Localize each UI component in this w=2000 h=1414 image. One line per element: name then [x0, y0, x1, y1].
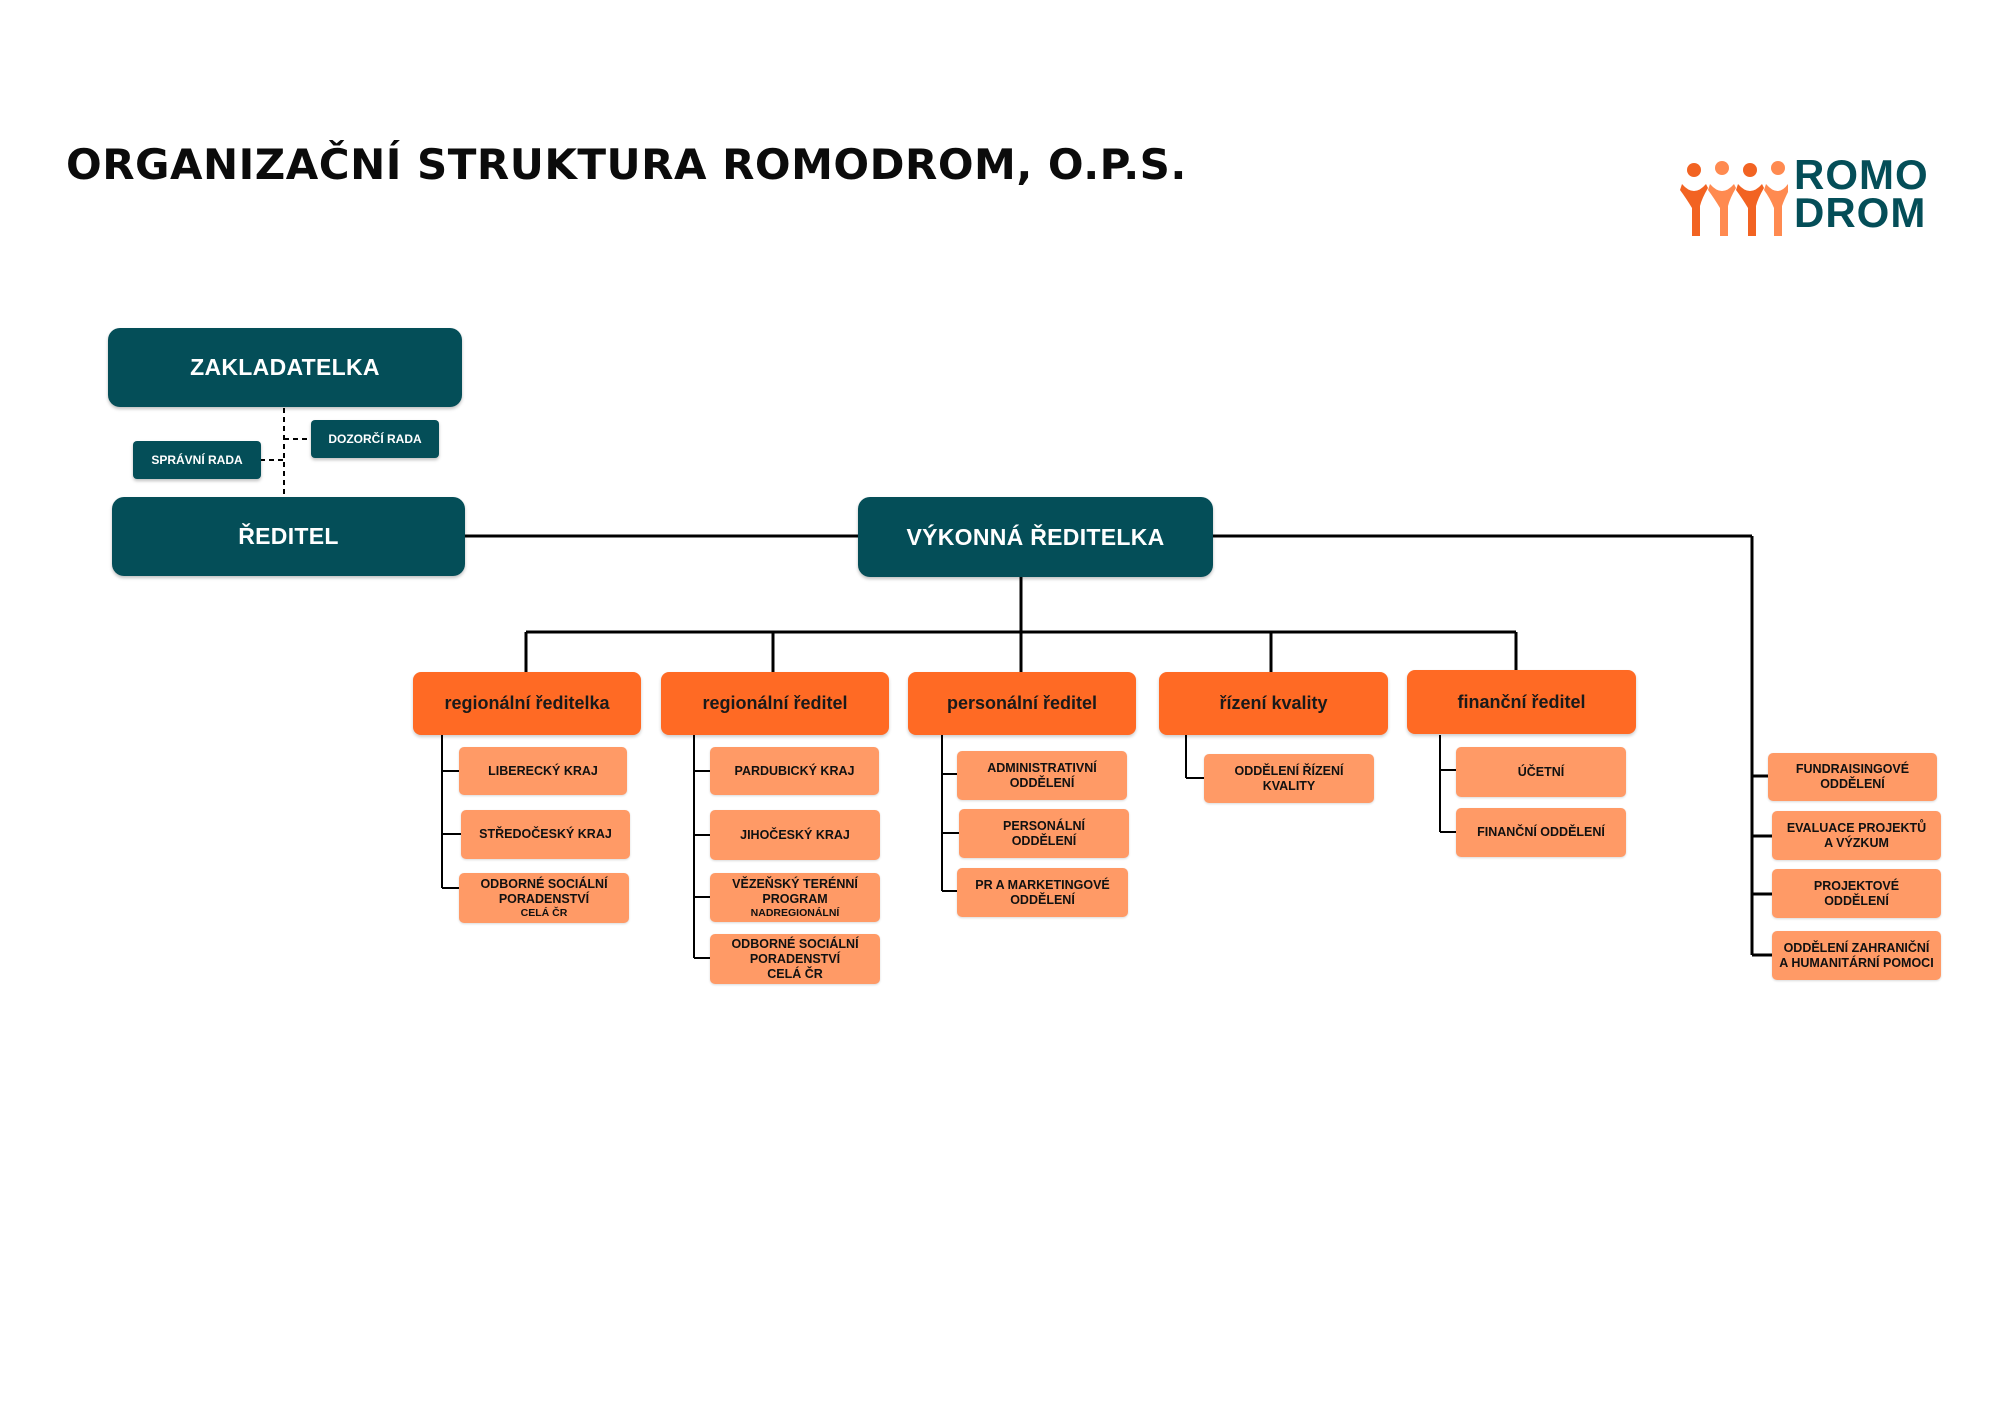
unit-line: PARDUBICKÝ KRAJ	[734, 763, 855, 778]
unit-personalni-oddeleni[interactable]: PERSONÁLNÍ ODDĚLENÍ	[959, 809, 1129, 858]
unit-line: FINANČNÍ ODDĚLENÍ	[1477, 825, 1605, 839]
unit-line: A VÝZKUM	[1824, 835, 1889, 850]
executive-director-box[interactable]: VÝKONNÁ ŘEDITELKA	[858, 497, 1213, 577]
unit-line: PORADENSTVÍ	[749, 951, 841, 966]
dept-head-label: regionální ředitel	[702, 693, 848, 713]
romodrom-logo: ROMO DROM	[1680, 154, 1970, 242]
dept-head-label: personální ředitel	[946, 693, 1098, 713]
unit-line: ODDĚLENÍ	[1820, 777, 1885, 791]
unit-line: CELÁ ČR	[767, 966, 823, 981]
unit-line: ODBORNÉ SOCIÁLNÍ	[731, 936, 859, 951]
unit-financni-oddeleni[interactable]: FINANČNÍ ODDĚLENÍ	[1456, 808, 1626, 857]
logo-line-1: ROMO	[1794, 151, 1929, 198]
unit-line: FUNDRAISINGOVÉ	[1795, 762, 1910, 776]
unit-line: PR A MARKETINGOVÉ	[975, 877, 1110, 892]
unit-subline: CELÁ ČR	[520, 907, 568, 919]
page-title: ORGANIZAČNÍ STRUKTURA ROMODROM, O.P.S.	[66, 140, 1187, 189]
unit-pardubicky-kraj[interactable]: PARDUBICKÝ KRAJ	[710, 747, 879, 795]
unit-odborne-socialni-poradenstvi-2[interactable]: ODBORNÉ SOCIÁLNÍ PORADENSTVÍ CELÁ ČR	[710, 934, 880, 984]
unit-line: ODBORNÉ SOCIÁLNÍ	[480, 877, 608, 891]
side-unit-evaluace-projektu[interactable]: EVALUACE PROJEKTŮ A VÝZKUM	[1772, 811, 1941, 860]
dept-head-label: regionální ředitelka	[444, 693, 610, 713]
director-box[interactable]: ŘEDITEL	[112, 497, 465, 576]
director-label: ŘEDITEL	[238, 523, 339, 549]
unit-line: ODDĚLENÍ ŘÍZENÍ	[1234, 763, 1344, 778]
dept-head-label: finanční ředitel	[1457, 691, 1586, 712]
unit-line: PROGRAM	[762, 891, 828, 906]
unit-line: ADMINISTRATIVNÍ	[987, 760, 1097, 775]
side-unit-projektove-oddeleni[interactable]: PROJEKTOVÉ ODDĚLENÍ	[1772, 869, 1941, 918]
unit-oddeleni-rizeni-kvality[interactable]: ODDĚLENÍ ŘÍZENÍ KVALITY	[1204, 754, 1374, 803]
unit-line: ODDĚLENÍ ZAHRANIČNÍ	[1783, 940, 1930, 955]
romodrom-figures-icon	[1680, 161, 1788, 236]
unit-stredocesky-kraj[interactable]: STŘEDOČESKÝ KRAJ	[461, 810, 630, 859]
unit-line: ODDĚLENÍ	[1009, 775, 1075, 790]
unit-line: PORADENSTVÍ	[498, 892, 590, 906]
unit-line: VĚZEŇSKÝ TERÉNNÍ	[732, 876, 858, 891]
side-unit-oddeleni-zahranicni-pomoci[interactable]: ODDĚLENÍ ZAHRANIČNÍ A HUMANITÁRNÍ POMOCI	[1772, 931, 1941, 980]
unit-administrativni-oddeleni[interactable]: ADMINISTRATIVNÍ ODDĚLENÍ	[957, 751, 1127, 800]
dept-head-personnel[interactable]: personální ředitel	[908, 672, 1136, 735]
logo-wordmark: ROMO DROM	[1794, 154, 1929, 234]
unit-line: STŘEDOČESKÝ KRAJ	[479, 827, 612, 841]
unit-vezensky-terenni-program[interactable]: VĚZEŇSKÝ TERÉNNÍ PROGRAM NADREGIONÁLNÍ	[710, 873, 880, 922]
unit-line: ÚČETNÍ	[1517, 764, 1565, 779]
unit-line: LIBERECKÝ KRAJ	[488, 763, 598, 778]
unit-pr-marketingove-oddeleni[interactable]: PR A MARKETINGOVÉ ODDĚLENÍ	[957, 868, 1128, 917]
unit-line: ODDĚLENÍ	[1824, 893, 1889, 908]
supervisory-board-label: DOZORČÍ RADA	[328, 432, 422, 446]
board-of-directors-label: SPRÁVNÍ RADA	[151, 453, 243, 467]
unit-subline: NADREGIONÁLNÍ	[750, 906, 840, 919]
unit-line: JIHOČESKÝ KRAJ	[740, 827, 850, 842]
dept-head-finance[interactable]: finanční ředitel	[1407, 670, 1636, 734]
dept-head-regional-1[interactable]: regionální ředitelka	[413, 672, 641, 735]
unit-line: PERSONÁLNÍ	[1003, 818, 1085, 833]
executive-director-label: VÝKONNÁ ŘEDITELKA	[906, 523, 1165, 550]
side-unit-fundraisingove-oddeleni[interactable]: FUNDRAISINGOVÉ ODDĚLENÍ	[1768, 753, 1937, 801]
unit-line: ODDĚLENÍ	[1010, 892, 1075, 907]
unit-line: A HUMANITÁRNÍ POMOCI	[1779, 955, 1934, 970]
founder-box[interactable]: ZAKLADATELKA	[108, 328, 462, 407]
dept-head-label: řízení kvality	[1219, 693, 1328, 713]
unit-line: ODDĚLENÍ	[1011, 833, 1077, 848]
dept-head-regional-2[interactable]: regionální ředitel	[661, 672, 889, 735]
unit-ucetni[interactable]: ÚČETNÍ	[1456, 747, 1626, 797]
founder-label: ZAKLADATELKA	[190, 354, 380, 380]
supervisory-board-box[interactable]: DOZORČÍ RADA	[311, 420, 439, 458]
logo-line-2: DROM	[1794, 189, 1927, 236]
dept-head-quality[interactable]: řízení kvality	[1159, 672, 1388, 735]
unit-jihocesky-kraj[interactable]: JIHOČESKÝ KRAJ	[710, 810, 880, 860]
unit-line: KVALITY	[1262, 778, 1316, 793]
unit-line: PROJEKTOVÉ	[1813, 878, 1900, 893]
unit-odborne-socialni-poradenstvi-1[interactable]: ODBORNÉ SOCIÁLNÍ PORADENSTVÍ CELÁ ČR	[459, 873, 629, 923]
unit-liberecky-kraj[interactable]: LIBERECKÝ KRAJ	[459, 747, 627, 795]
board-of-directors-box[interactable]: SPRÁVNÍ RADA	[133, 441, 261, 479]
unit-line: EVALUACE PROJEKTŮ	[1786, 820, 1927, 835]
